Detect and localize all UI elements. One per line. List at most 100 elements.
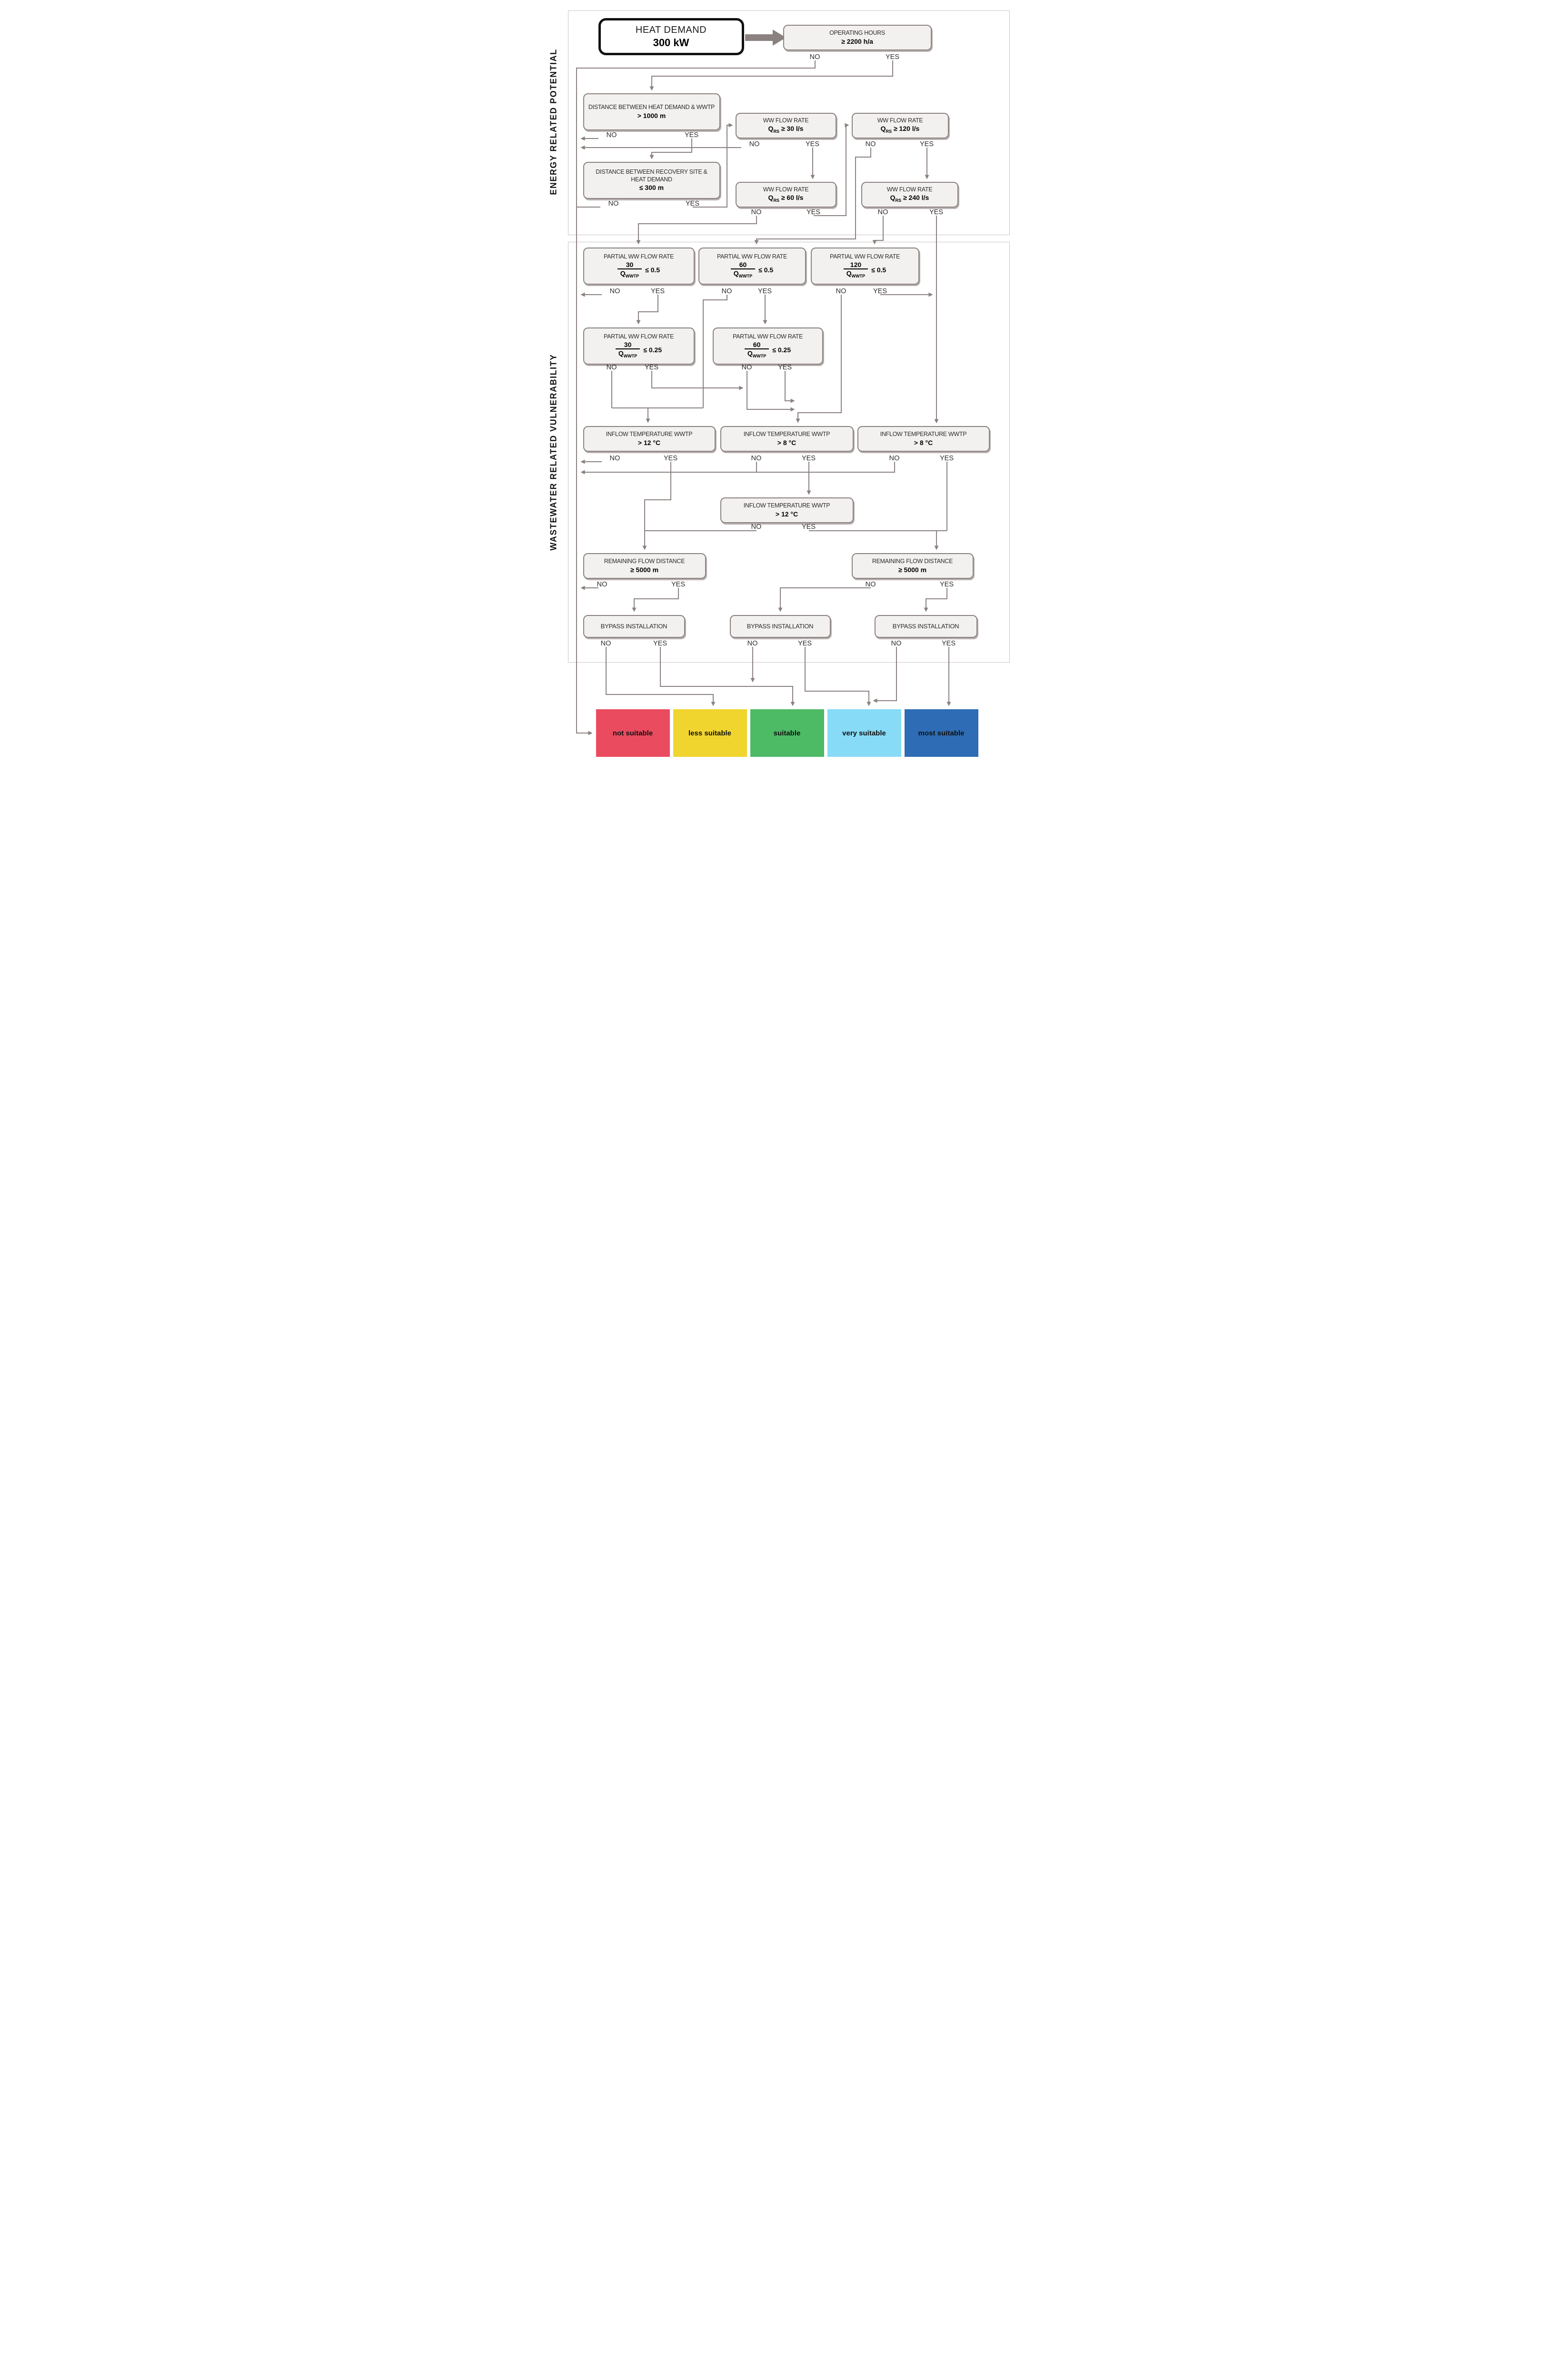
inflow-right-title: INFLOW TEMPERATURE WWTP [880,430,967,437]
operating-hours-value: ≥ 2200 h/a [841,37,873,45]
edge-remright-yes [924,588,947,612]
node-inflow-temp-12-mid: INFLOW TEMPERATURE WWTP > 12 °C [720,497,854,523]
edge-distrecovery-yes [692,123,733,208]
heat-demand-value: 300 kW [653,36,689,49]
ww30-title: WW FLOW RATE [763,117,809,124]
node-distance-recovery: DISTANCE BETWEEN RECOVERY SITE & HEAT DE… [583,162,720,199]
partial60-05-title: PARTIAL WW FLOW RATE [717,253,787,260]
node-ww-flow-120: WW FLOW RATE QRS ≥ 120 l/s [851,113,949,139]
partial30-05-title: PARTIAL WW FLOW RATE [603,253,674,260]
inflow-mid-title: INFLOW TEMPERATURE WWTP [743,430,830,437]
rs-subscript: RS [895,198,902,203]
q-symbol: Q [768,125,774,133]
branch-remleft-no: NO [597,581,607,588]
branch-distwwtp-yes: YES [684,131,699,139]
operating-hours-title: OPERATING HOURS [829,29,885,36]
remaining-left-title: REMAINING FLOW DISTANCE [604,557,685,565]
q-symbol: Q [747,349,753,357]
rs-subscript: RS [773,198,779,203]
partial60-025-formula: 60 QWWTP ≤ 0.25 [744,341,791,359]
wwtp-subscript: WWTP [752,354,767,359]
ww30-threshold: ≥ 30 l/s [781,125,804,133]
branch-distrecovery-no: NO [608,200,619,208]
edge-remleft-yes [632,588,679,612]
fraction-comparison: ≤ 0.5 [871,266,886,274]
node-bypass-left: BYPASS INSTALLATION [583,615,685,638]
branch-bypleft-no: NO [600,640,611,647]
branch-p120-05-yes: YES [873,288,887,295]
branch-ww60-yes: YES [806,208,821,216]
edge-ww240-no [872,216,884,245]
node-partial-60-025: PARTIAL WW FLOW RATE 60 QWWTP ≤ 0.25 [712,327,823,365]
wwtp-subscript: WWTP [625,274,639,279]
branch-p30-05-no: NO [609,288,620,295]
distance-wwtp-title: DISTANCE BETWEEN HEAT DEMAND & WWTP [588,103,715,110]
q-symbol: Q [733,269,739,278]
edge-inflowleft-yes [642,462,671,550]
branch-bypmid-no: NO [747,640,758,647]
branch-p30-05-yes: YES [650,288,665,295]
edge-ww60-yes [813,123,849,216]
fraction-comparison: ≤ 0.25 [772,346,791,354]
branch-inflow12-no: NO [751,523,762,531]
result-less-suitable: less suitable [673,709,747,757]
node-bypass-right: BYPASS INSTALLATION [874,615,977,638]
branch-remright-no: NO [865,581,876,588]
remaining-left-value: ≥ 5000 m [630,565,659,574]
result-suitable: suitable [750,709,824,757]
node-inflow-temp-mid: INFLOW TEMPERATURE WWTP > 8 °C [720,426,854,452]
fraction-comparison: ≤ 0.5 [758,266,774,274]
ww30-value: QRS ≥ 30 l/s [768,125,804,134]
inflow12-mid-title: INFLOW TEMPERATURE WWTP [743,502,830,509]
partial30-025-title: PARTIAL WW FLOW RATE [603,333,674,340]
result-not-suitable: not suitable [596,709,670,757]
ww120-threshold: ≥ 120 l/s [893,125,920,133]
edge-ww120-no [754,148,871,245]
wwtp-subscript: WWTP [623,354,637,359]
edge-p60-025-yes [784,371,795,403]
edge-inflowright-no [580,462,895,475]
branch-ww120-no: NO [865,140,876,148]
node-partial-30-05: PARTIAL WW FLOW RATE 30 QWWTP ≤ 0.5 [583,248,695,285]
edge-bypleft-yes [659,647,795,706]
node-operating-hours: OPERATING HOURS ≥ 2200 h/a [783,25,932,50]
edge-heat-arrowhead [772,30,786,46]
flowchart-page: ENERGY RELATED POTENTIAL WASTEWATER RELA… [541,0,1022,765]
node-partial-30-025: PARTIAL WW FLOW RATE 30 QWWTP ≤ 0.25 [583,327,695,365]
rs-subscript: RS [886,129,892,134]
remaining-right-title: REMAINING FLOW DISTANCE [872,557,953,565]
result-very-suitable: very suitable [827,709,901,757]
q-symbol: Q [880,125,886,133]
branch-ww120-yes: YES [919,140,934,148]
branch-operating-yes: YES [885,53,900,61]
branch-distrecovery-yes: YES [685,200,700,208]
bypass-right-title: BYPASS INSTALLATION [892,622,959,630]
ww240-title: WW FLOW RATE [886,186,933,193]
inflow12-mid-value: > 12 °C [775,510,798,518]
ww60-threshold: ≥ 60 l/s [781,194,804,202]
fraction-comparison: ≤ 0.25 [643,346,662,354]
inflow-left-title: INFLOW TEMPERATURE WWTP [606,430,693,437]
edge-collector-not-suitable [576,60,816,735]
q-symbol: Q [890,194,896,202]
connector-lines [576,30,951,735]
branch-inflowmid-no: NO [751,455,762,462]
partial120-05-title: PARTIAL WW FLOW RATE [829,253,900,260]
branch-inflowright-no: NO [889,455,900,462]
branch-p60-025-no: NO [741,364,752,371]
q-symbol: Q [846,269,852,278]
branch-p60-025-yes: YES [777,364,792,371]
node-bypass-mid: BYPASS INSTALLATION [729,615,831,638]
bypass-left-title: BYPASS INSTALLATION [600,622,667,630]
partial30-05-formula: 30 QWWTP ≤ 0.5 [617,261,660,279]
branch-p30-025-yes: YES [644,364,659,371]
wwtp-subscript: WWTP [738,274,753,279]
fraction-denominator: QWWTP [617,268,642,279]
edge-ww60-no [636,216,757,245]
partial120-05-formula: 120 QWWTP ≤ 0.5 [843,261,886,279]
branch-inflowleft-no: NO [609,455,620,462]
bypass-mid-title: BYPASS INSTALLATION [747,622,814,630]
partial60-025-title: PARTIAL WW FLOW RATE [732,333,803,340]
edge-operating-yes [649,60,893,91]
branch-ww30-yes: YES [805,140,820,148]
